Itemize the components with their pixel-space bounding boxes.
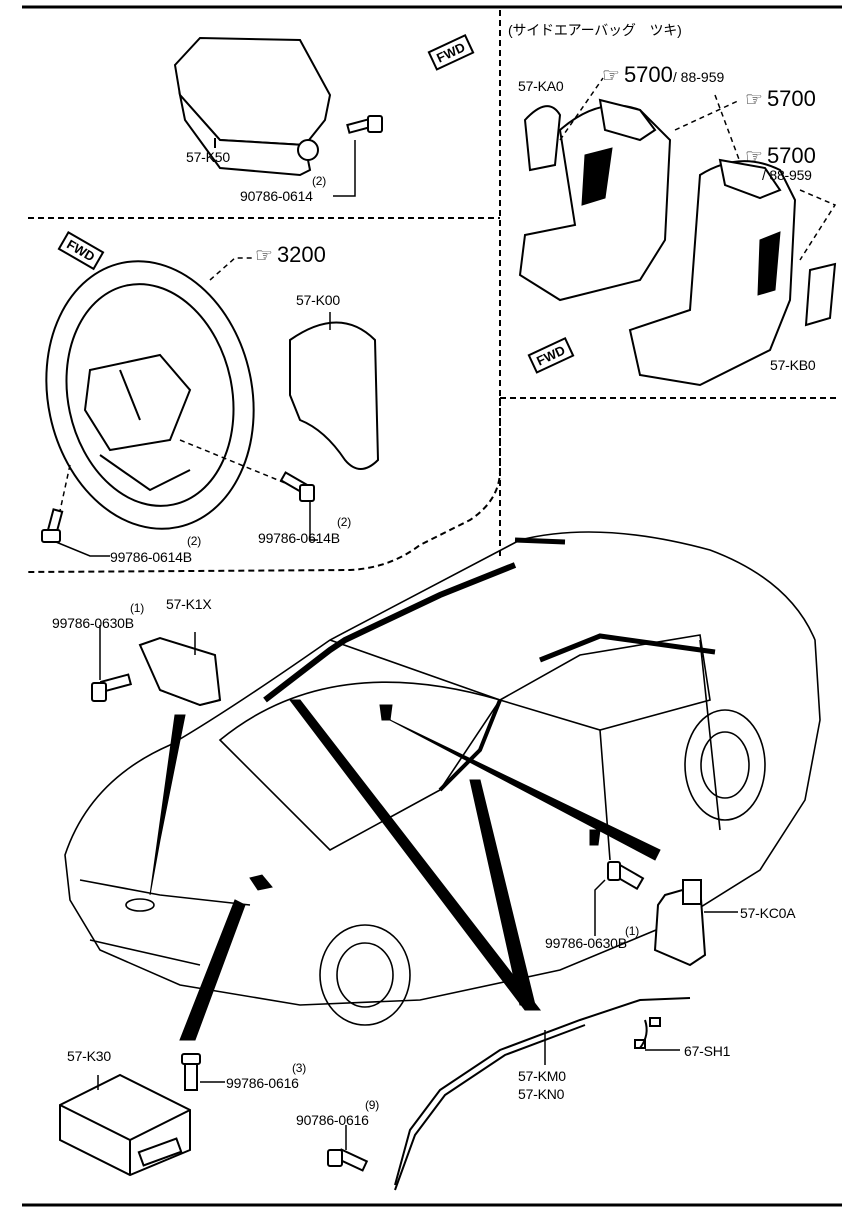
ref-5700-c: ☞5700 xyxy=(745,144,816,169)
section-dividers xyxy=(22,5,842,1207)
ref-3200: ☞3200 xyxy=(255,243,326,268)
label-wheel-bolt-left: 99786-0614B xyxy=(110,549,192,565)
pointing-hand-icon: ☞ xyxy=(255,245,273,267)
k50-airbag-module xyxy=(173,36,332,177)
ref-5700-c-sub: / 88-959 xyxy=(762,167,812,183)
label-cbolt-qty: (9) xyxy=(365,1098,380,1112)
label-k1x-bolt: 99786-0630B xyxy=(52,615,134,631)
curtain-bolt xyxy=(327,1148,369,1172)
seat-airbag-shading xyxy=(581,147,781,296)
pointing-hand-icon: ☞ xyxy=(745,89,763,111)
label-k30-bolt-qty: (3) xyxy=(292,1061,307,1075)
label-wheel-bolt-right: 99786-0614B xyxy=(258,530,340,546)
k00-cover xyxy=(289,321,380,470)
label-wheel-bolt-right-qty: (2) xyxy=(337,515,352,529)
label-k50-bolt-qty: (2) xyxy=(312,174,327,188)
side-airbag-modules xyxy=(523,105,837,327)
label-57-km0: 57-KM0 xyxy=(518,1068,566,1084)
label-57-kn0: 57-KN0 xyxy=(518,1086,565,1102)
ref-3200-text: 3200 xyxy=(276,242,326,267)
side-airbag-note: (サイドエアーバッグ ツキ) xyxy=(508,22,682,38)
label-k50-bolt: 90786-0614 xyxy=(240,188,313,204)
label-57-k1x: 57-K1X xyxy=(166,596,212,612)
leader-wedges xyxy=(149,699,661,1041)
k1x-sensor xyxy=(91,636,222,707)
seat-leader-lines xyxy=(559,77,837,261)
label-57-k00: 57-K00 xyxy=(296,292,340,308)
label-cbolt: 90786-0616 xyxy=(296,1112,369,1128)
ref-5700-c-text: 5700 xyxy=(766,143,816,168)
label-57-kc0a: 57-KC0A xyxy=(740,905,796,921)
label-67-sh1: 67-SH1 xyxy=(684,1043,731,1059)
kc0a-sensor xyxy=(607,861,707,967)
label-k30-bolt: 99786-0616 xyxy=(226,1075,299,1091)
ref-5700-a: ☞5700/ 88-959 xyxy=(602,63,724,89)
label-kc0a-bolt: 99786-0630B xyxy=(545,935,627,951)
curtain-airbag-harness xyxy=(394,997,691,1191)
steering-wheel xyxy=(45,260,255,530)
pointing-hand-icon: ☞ xyxy=(602,65,620,87)
label-kc0a-bolt-qty: (1) xyxy=(625,924,640,938)
label-wheel-bolt-left-qty: (2) xyxy=(187,534,202,548)
ref-5700-b-text: 5700 xyxy=(766,86,816,111)
label-57-kb0: 57-KB0 xyxy=(770,357,816,373)
front-seats xyxy=(518,98,797,387)
wheel-bolts xyxy=(41,471,315,543)
label-57-k30: 57-K30 xyxy=(67,1048,111,1064)
pointing-hand-icon: ☞ xyxy=(745,146,763,168)
ref-5700-a-text: 5700 xyxy=(623,62,673,87)
label-k1x-bolt-qty: (1) xyxy=(130,601,145,615)
label-57-ka0: 57-KA0 xyxy=(518,78,564,94)
ref-5700-a-sub: / 88-959 xyxy=(672,69,725,85)
ref-5700-b: ☞5700 xyxy=(745,87,816,112)
k30-control-unit xyxy=(59,1053,201,1177)
curtain-airbag-strips xyxy=(263,537,716,792)
label-57-k50: 57-K50 xyxy=(186,149,230,165)
k50-bolt xyxy=(346,115,383,134)
